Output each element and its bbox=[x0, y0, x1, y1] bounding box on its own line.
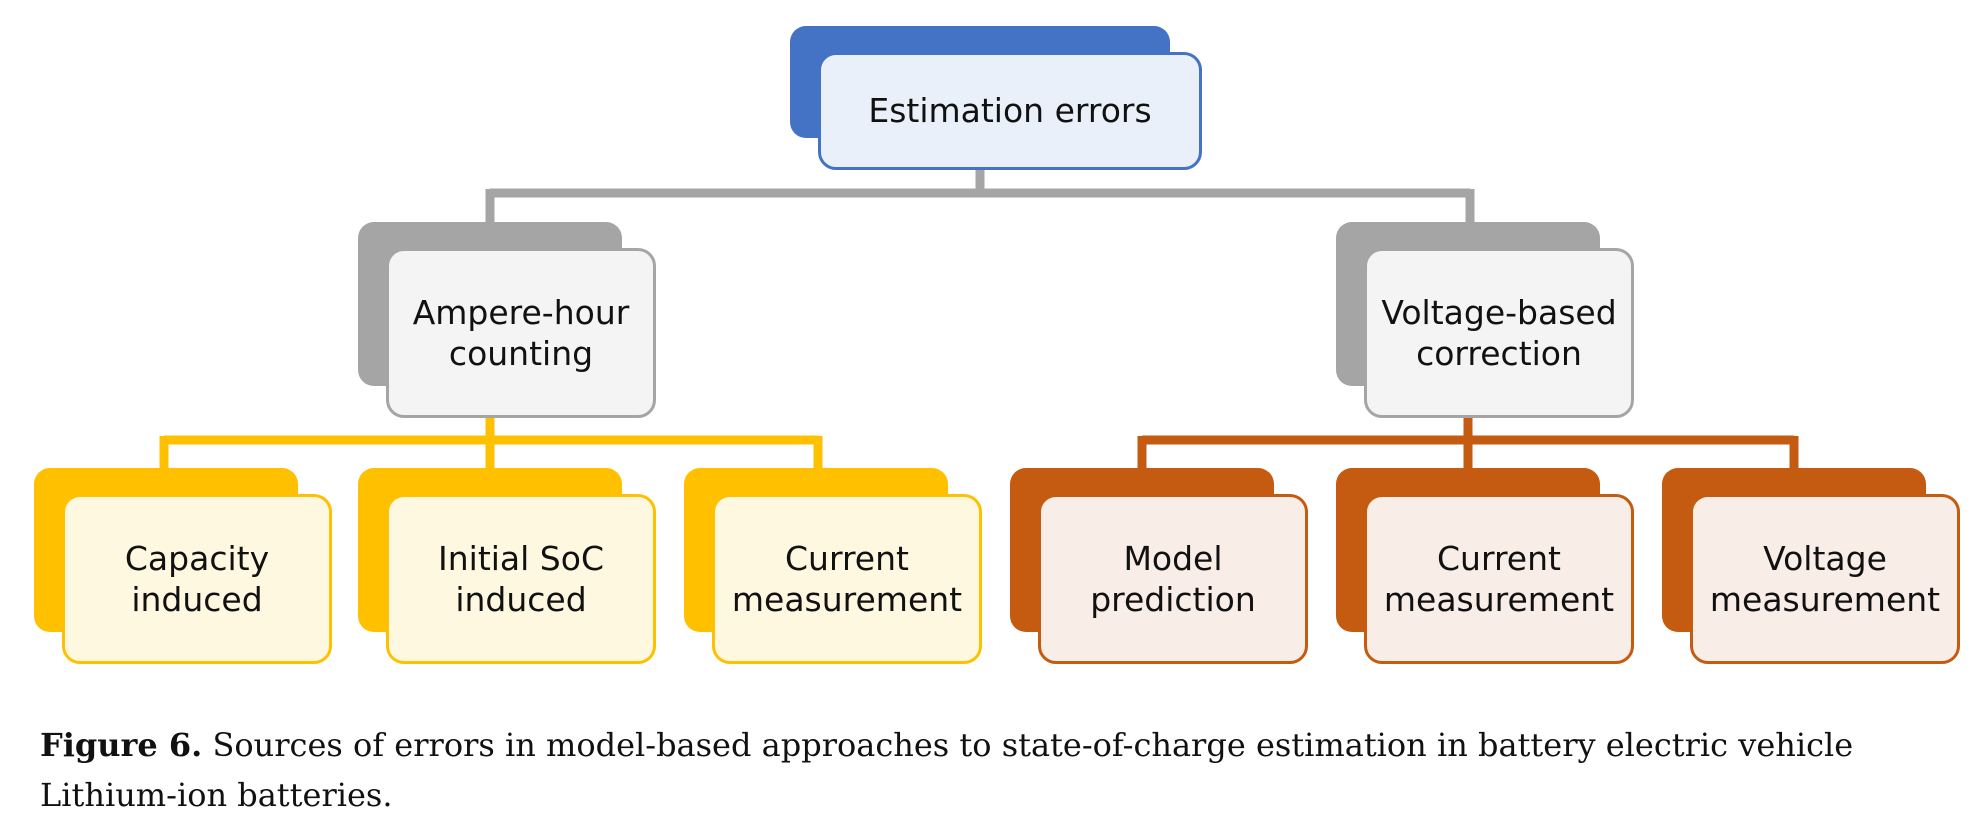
node-initial-soc-label: Initial SoC induced bbox=[386, 494, 656, 664]
node-capacity-induced-label: Capacity induced bbox=[62, 494, 332, 664]
figure-caption: Figure 6. Sources of errors in model-bas… bbox=[40, 720, 1960, 820]
node-root-label: Estimation errors bbox=[818, 52, 1202, 170]
figure-caption-label: Figure 6. bbox=[40, 726, 203, 764]
node-voltage-measurement-label: Voltage measurement bbox=[1690, 494, 1960, 664]
node-current-measurement-1-label: Current measurement bbox=[712, 494, 982, 664]
node-voltage-based-label: Voltage-based correction bbox=[1364, 248, 1634, 418]
node-ampere-hour-label: Ampere-hour counting bbox=[386, 248, 656, 418]
figure-caption-text: Sources of errors in model-based approac… bbox=[40, 726, 1854, 814]
node-current-measurement-2-label: Current measurement bbox=[1364, 494, 1634, 664]
node-model-prediction-label: Model prediction bbox=[1038, 494, 1308, 664]
